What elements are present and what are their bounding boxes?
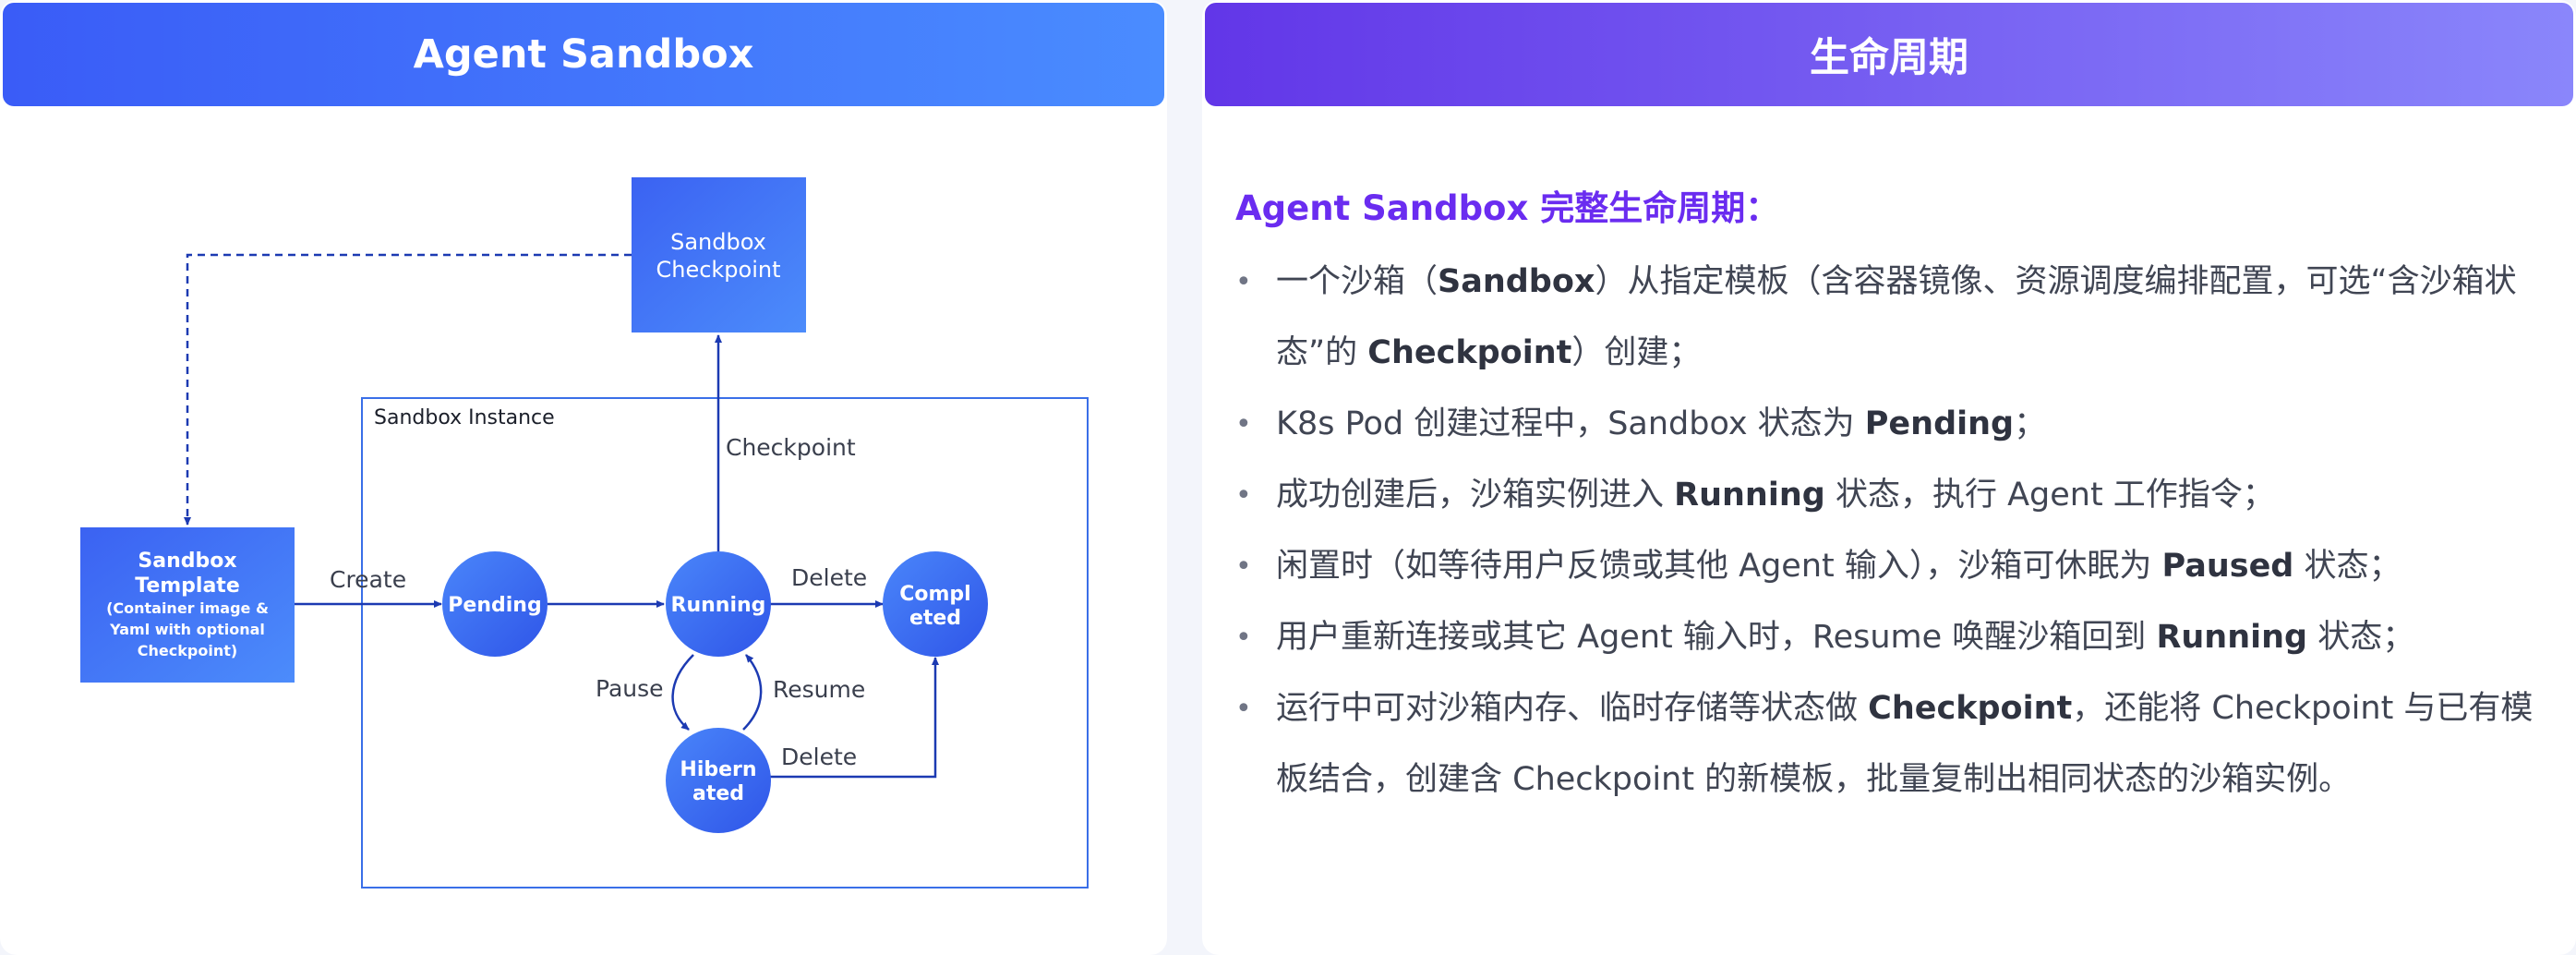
lifecycle-bullet: K8s Pod 创建过程中，Sandbox 状态为 Pending； (1235, 389, 2546, 460)
state-running-label: Running (671, 594, 766, 617)
lifecycle-bullet: 闲置时（如等待用户反馈或其他 Agent 输入），沙箱可休眠为 Paused 状… (1235, 531, 2546, 602)
right-panel-header: 生命周期 (1205, 3, 2573, 106)
state-completed: Compl eted (883, 551, 988, 657)
state-pending-label: Pending (448, 594, 541, 617)
bullet-emphasis: Running (2156, 619, 2308, 656)
edge-label-delete-running: Delete (791, 564, 867, 591)
edge-label-resume: Resume (773, 676, 865, 703)
edge-checkpoint-to-template (184, 253, 632, 526)
state-pending: Pending (442, 551, 548, 657)
bullet-text: 成功创建后，沙箱实例进入 (1276, 477, 1675, 514)
state-completed-label-2: eted (909, 607, 961, 630)
lifecycle-diagram: Sandbox Instance Sandbox Checkpoint Sand… (80, 177, 1089, 889)
left-panel: Agent Sandbox Sandbox Instance Sandbox C… (0, 0, 1167, 955)
state-hibernated-label-1: Hibern (680, 758, 756, 781)
bullet-text: 状态； (2307, 619, 2415, 656)
template-box-line-3: (Container image & (106, 599, 269, 617)
template-box-line-2: Template (135, 574, 240, 598)
bullet-text: ，还能将 Checkpoint 与已有模板结合，创建含 Checkpoint 的… (1276, 690, 2534, 798)
bullet-text: 一个沙箱（ (1276, 263, 1438, 300)
edge-pause (671, 654, 694, 731)
lifecycle-bullet: 用户重新连接或其它 Agent 输入时，Resume 唤醒沙箱回到 Runnin… (1235, 602, 2546, 673)
edge-resume (742, 654, 763, 731)
bullet-emphasis: Pending (1864, 405, 2015, 442)
bullet-emphasis: Checkpoint (1868, 690, 2073, 727)
lifecycle-bullet: 运行中可对沙箱内存、临时存储等状态做 Checkpoint，还能将 Checkp… (1235, 673, 2546, 816)
state-completed-label-1: Compl (899, 583, 970, 606)
edge-label-delete-hibernated: Delete (781, 743, 857, 770)
right-panel-title: 生命周期 (1810, 35, 1968, 81)
checkpoint-box-line-1: Sandbox (670, 229, 766, 255)
sandbox-template-box: Sandbox Template (Container image & Yaml… (80, 527, 295, 683)
edge-label-create: Create (330, 566, 406, 593)
lifecycle-intro: Agent Sandbox 完整生命周期： (1235, 188, 1780, 228)
bullet-text: 用户重新连接或其它 Agent 输入时，Resume 唤醒沙箱回到 (1276, 619, 2157, 656)
left-panel-title: Agent Sandbox (413, 31, 754, 78)
sandbox-checkpoint-box: Sandbox Checkpoint (632, 177, 806, 332)
bullet-text: 运行中可对沙箱内存、临时存储等状态做 (1276, 690, 1869, 727)
bullet-emphasis: Sandbox (1438, 263, 1595, 300)
sandbox-instance-label: Sandbox Instance (374, 406, 555, 429)
bullet-text: K8s Pod 创建过程中，Sandbox 状态为 (1276, 405, 1865, 442)
bullet-text: ）从指定模板（含容器镜像、资源调度编排配置，可选“含沙箱状态”的 (1276, 263, 2517, 371)
state-running: Running (666, 551, 771, 657)
state-hibernated: Hibern ated (666, 728, 771, 833)
bullet-text: ）创建； (1571, 334, 1702, 371)
bullet-text: 状态； (2293, 548, 2401, 585)
edge-label-checkpoint: Checkpoint (726, 434, 856, 461)
sandbox-instance-frame (361, 397, 1089, 889)
right-panel: 生命周期 Agent Sandbox 完整生命周期： 一个沙箱（Sandbox）… (1202, 0, 2576, 955)
lifecycle-bullet-list: 一个沙箱（Sandbox）从指定模板（含容器镜像、资源调度编排配置，可选“含沙箱… (1235, 247, 2546, 816)
checkpoint-box-line-2: Checkpoint (656, 257, 780, 283)
template-box-line-4: Yaml with optional (109, 621, 265, 638)
lifecycle-bullet: 成功创建后，沙箱实例进入 Running 状态，执行 Agent 工作指令； (1235, 460, 2546, 531)
edge-label-pause: Pause (596, 675, 664, 702)
bullet-emphasis: Running (1674, 477, 1825, 514)
lifecycle-bullet: 一个沙箱（Sandbox）从指定模板（含容器镜像、资源调度编排配置，可选“含沙箱… (1235, 247, 2546, 389)
bullet-text: ； (2014, 405, 2047, 442)
bullet-emphasis: Paused (2161, 548, 2294, 585)
template-box-line-5: Checkpoint) (138, 642, 237, 659)
template-box-line-1: Sandbox (138, 550, 236, 573)
bullet-emphasis: Checkpoint (1367, 334, 1572, 371)
bullet-text: 状态，执行 Agent 工作指令； (1824, 477, 2275, 514)
edge-hibernated-to-completed (770, 657, 939, 779)
bullet-text: 闲置时（如等待用户反馈或其他 Agent 输入），沙箱可休眠为 (1276, 548, 2162, 585)
left-panel-header: Agent Sandbox (3, 3, 1164, 106)
state-hibernated-label-2: ated (692, 782, 744, 805)
